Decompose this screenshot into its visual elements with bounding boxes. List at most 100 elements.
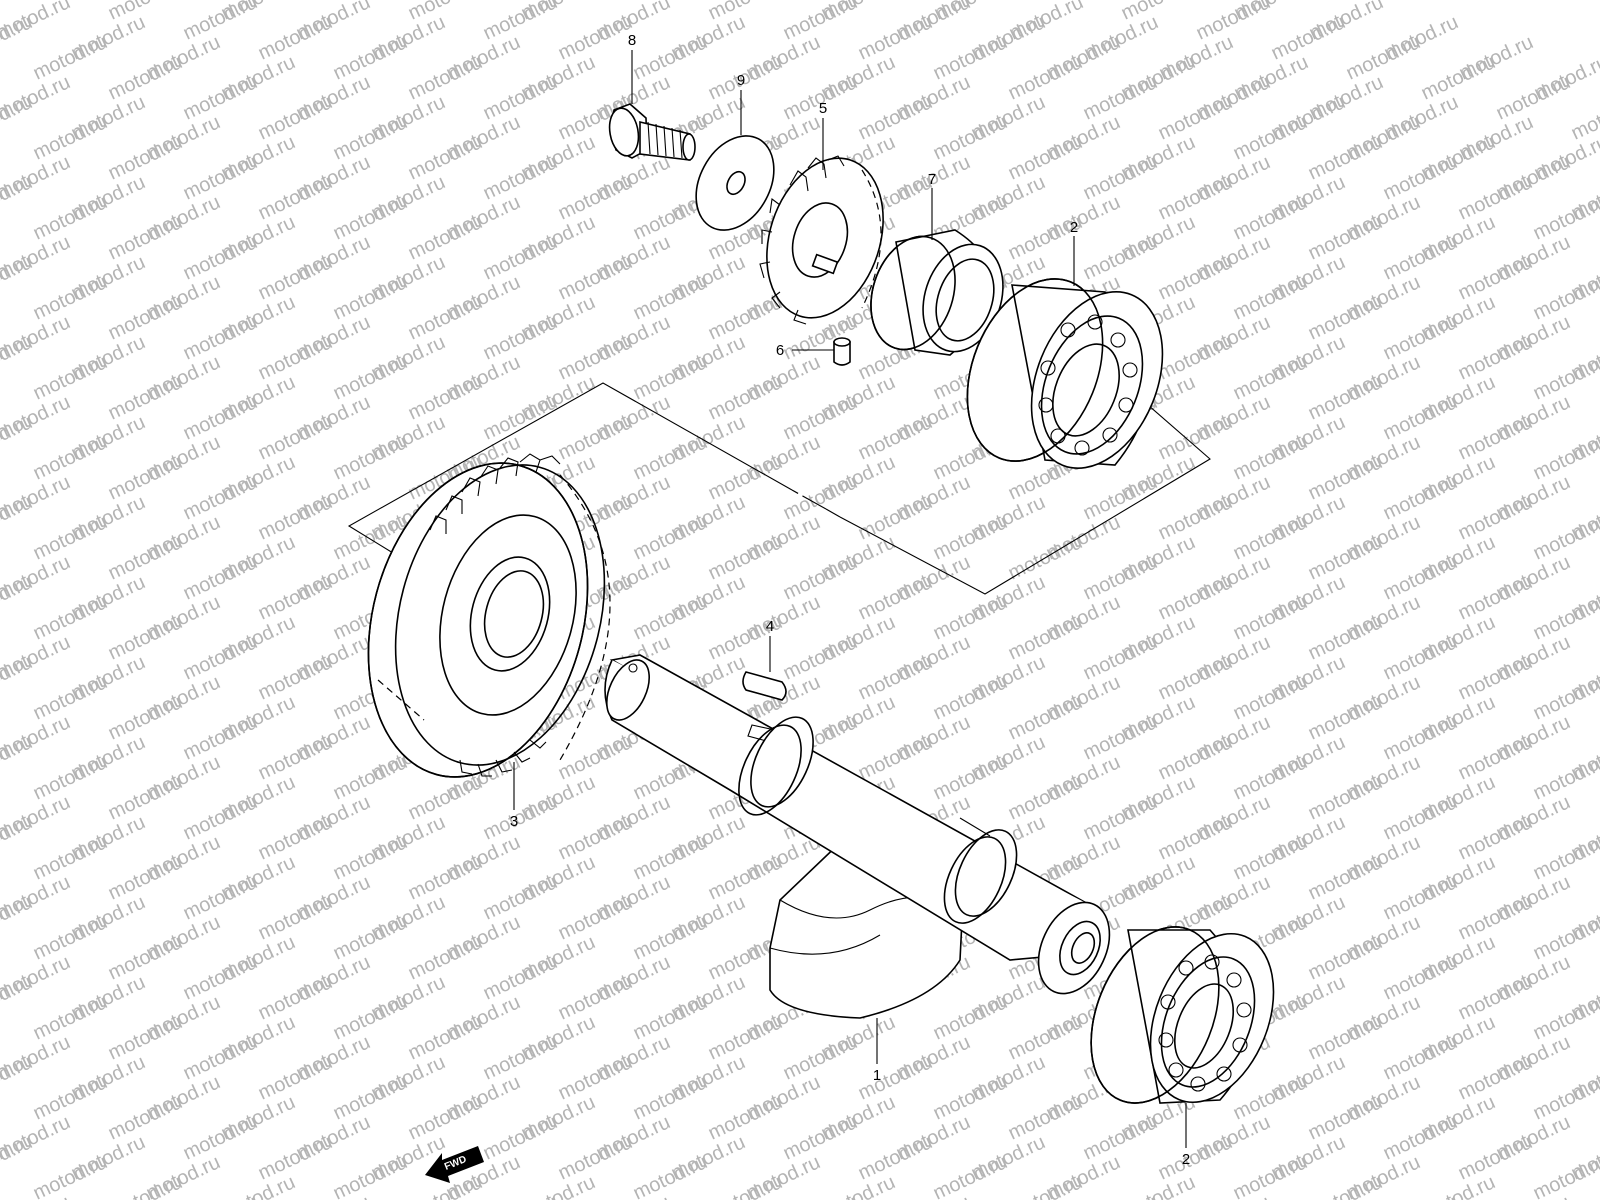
watermark-text: motod.ru	[555, 331, 636, 384]
watermark-text: motod.ru	[1080, 1111, 1161, 1164]
watermark-text: motod.ru	[480, 951, 561, 1004]
watermark-text: motod.ru	[180, 391, 261, 444]
watermark-text: motod.ru	[405, 771, 486, 824]
watermark-text: motod.ru	[630, 431, 711, 484]
watermark-text: motod.ru	[1268, 11, 1349, 64]
watermark-text: motod.ru	[555, 971, 636, 1024]
part-7-bushing[interactable]	[857, 225, 1016, 362]
watermark-text: motod.ru	[255, 251, 336, 304]
part-2-bearing-bottom[interactable]	[1067, 908, 1297, 1122]
part-2-bearing-top[interactable]	[942, 259, 1187, 488]
watermark-text: motod.ru	[555, 411, 636, 464]
watermark-text: motod.ru	[1230, 1071, 1311, 1124]
watermark-text: motod.ru	[480, 311, 561, 364]
watermark-text: motod.ru	[930, 31, 1011, 84]
watermark-text: motod.ru	[255, 411, 336, 464]
watermark-text: motod.ru	[780, 1031, 861, 1084]
watermark-text: motod.ru	[1305, 211, 1386, 264]
watermark-text: motod.ru	[1005, 131, 1086, 184]
watermark-text: motod.ru	[630, 271, 711, 324]
watermark-text: motod.ru	[855, 411, 936, 464]
watermark-text: motod.ru	[855, 1131, 936, 1184]
watermark-text: motod.ru	[1155, 571, 1236, 624]
watermark-text: motod.ru	[30, 1071, 111, 1124]
watermark-text: motod.ru	[1005, 611, 1086, 664]
watermark-text: motod.ru	[330, 751, 411, 804]
watermark-text: motod.ru	[255, 731, 336, 784]
watermark-text: motod.ru	[1380, 1191, 1461, 1200]
callouts: 8 9 5 7 2 6 4 3 1 2	[510, 32, 1190, 1168]
callout-8: 8	[628, 32, 636, 49]
watermark-text: motod.ru	[330, 271, 411, 324]
watermark-text: motod.ru	[818, 1171, 899, 1200]
watermark-text: motod.ru	[180, 631, 261, 684]
watermark-text: motod.ru	[1380, 711, 1461, 764]
watermark-text: motod.ru	[1230, 431, 1311, 484]
watermark-text: motod.ru	[255, 971, 336, 1024]
callout-4: 4	[766, 618, 774, 635]
watermark-text: motod.ru	[705, 51, 786, 104]
watermark-text: motod.ru	[555, 1131, 636, 1184]
watermark-text: motod.ru	[630, 991, 711, 1044]
watermark-text: motod.ru	[30, 351, 111, 404]
watermark-text: motod.ru	[555, 731, 636, 784]
part-6-pin[interactable]	[833, 337, 851, 366]
watermark-text: motod.ru	[555, 11, 636, 64]
part-9-washer[interactable]	[681, 122, 790, 243]
watermark-text: motod.ru	[255, 331, 336, 384]
watermark-text: motod.ru	[1305, 611, 1386, 664]
watermark-text: motod.ru	[1230, 351, 1311, 404]
part-8-bolt[interactable]	[606, 103, 696, 161]
watermark-text: motod.ru	[180, 1111, 261, 1164]
watermark-text: motod.ru	[1493, 71, 1574, 124]
watermark-text: motod.ru	[1305, 931, 1386, 984]
watermark-text: motod.ru	[705, 371, 786, 424]
watermark-text: motod.ru	[1080, 551, 1161, 604]
watermark-text: motod.ru	[1005, 51, 1086, 104]
watermark-text: motod.ru	[1230, 671, 1311, 724]
watermark-text: motod.ru	[930, 991, 1011, 1044]
watermark-text: motod.ru	[780, 551, 861, 604]
watermark-text: motod.ru	[1455, 811, 1536, 864]
watermark-text: motod.ru	[1305, 291, 1386, 344]
part-3-large-gear[interactable]	[335, 438, 636, 801]
watermark-text: motod.ru	[1455, 491, 1536, 544]
watermark-text: motod.ru	[1380, 391, 1461, 444]
watermark-text: motod.ru	[930, 591, 1011, 644]
part-1-balancer-shaft[interactable]	[598, 653, 1123, 1019]
watermark-text: motod.ru	[30, 271, 111, 324]
watermark-text: motod.ru	[255, 1131, 336, 1184]
watermark-text: motod.ru	[480, 1111, 561, 1164]
watermark-text: motod.ru	[255, 651, 336, 704]
watermark-text: motod.ru	[1230, 591, 1311, 644]
watermark-text: motod.ru	[705, 531, 786, 584]
watermark-text: motod.ru	[1230, 271, 1311, 324]
watermark-text: motod.ru	[105, 771, 186, 824]
watermark-text: motod.ru	[705, 1171, 786, 1200]
watermark-text: motod.ru	[930, 111, 1011, 164]
watermark-text: motod.ru	[180, 0, 261, 45]
watermark-text: motod.ru	[855, 11, 936, 64]
watermark-text: motod.ru	[30, 751, 111, 804]
watermark-text: motod.ru	[1080, 471, 1161, 524]
watermark-text: motod.ru	[1080, 791, 1161, 844]
watermark-text: motod.ru	[555, 171, 636, 224]
watermark-text: motod.ru	[180, 311, 261, 364]
watermark-text: motod.ru	[480, 1191, 561, 1200]
watermark-text: motod.ru	[705, 1091, 786, 1144]
watermark-text: motod.ru	[930, 751, 1011, 804]
watermark-text: motod.ru	[1305, 771, 1386, 824]
watermark-text: motod.ru	[1230, 191, 1311, 244]
watermark-text: motod.ru	[180, 551, 261, 604]
watermark-text: motod.ru	[1005, 1091, 1086, 1144]
callout-5: 5	[819, 100, 827, 117]
watermark-text: motod.ru	[105, 291, 186, 344]
watermark-text: motod.ru	[1080, 1191, 1161, 1200]
watermark-text: motod.ru	[480, 391, 561, 444]
watermark-text: motod.ru	[330, 1071, 411, 1124]
watermark-text: motod.ru	[255, 1051, 336, 1104]
part-4-key[interactable]	[742, 671, 787, 701]
watermark-text: motod.ru	[555, 891, 636, 944]
part-5-small-gear[interactable]	[747, 143, 902, 333]
callout-9: 9	[737, 72, 745, 89]
